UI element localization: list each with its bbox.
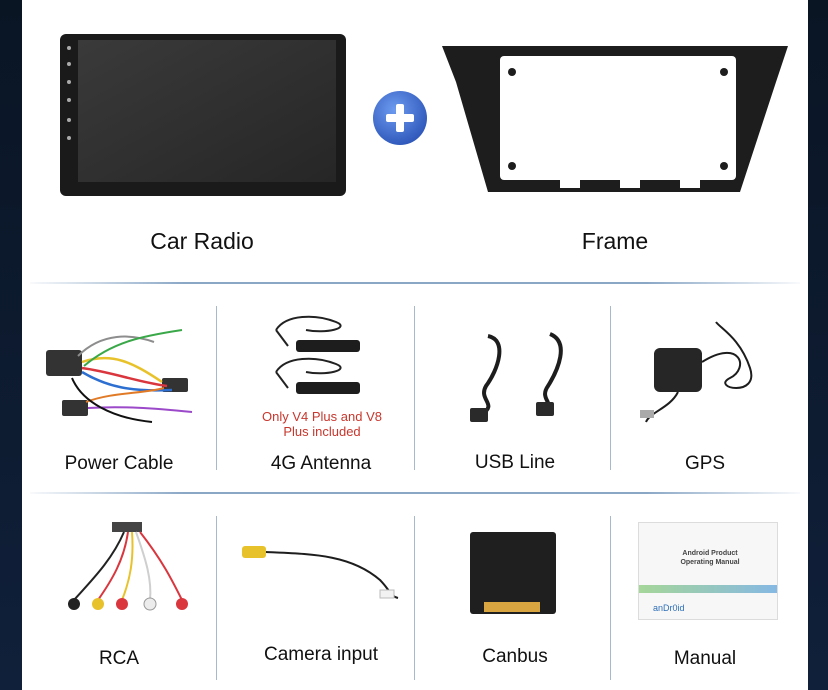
plus-icon (373, 91, 427, 145)
manual-image: Android Product Operating Manual anDr0id (638, 522, 778, 620)
car-radio-image (60, 34, 346, 196)
row2-divider-3 (610, 516, 611, 680)
usb-line-label: USB Line (474, 452, 556, 473)
manual-label: Manual (673, 648, 737, 669)
divider-top (30, 282, 800, 284)
power-cable-label: Power Cable (64, 453, 174, 474)
manual-logo-text: anDr0id (653, 603, 685, 613)
gps-image (640, 321, 753, 423)
4g-antenna-image (275, 315, 360, 394)
power-cable-image (46, 329, 193, 423)
camera-input-image (242, 546, 399, 599)
camera-input-label: Camera input (263, 644, 379, 665)
usb-line-image (470, 332, 563, 422)
row1-divider-1 (216, 306, 217, 470)
rca-label: RCA (98, 648, 140, 669)
frame-label: Frame (581, 228, 649, 254)
right-border (808, 0, 828, 690)
car-radio-label: Car Radio (150, 228, 254, 254)
row2-divider-2 (414, 516, 415, 680)
manual-wave (639, 585, 777, 593)
row2-divider-1 (216, 516, 217, 680)
frame-image (442, 46, 788, 192)
canbus-label: Canbus (482, 646, 548, 667)
row1-divider-3 (610, 306, 611, 470)
canbus-image (470, 532, 556, 614)
antenna-note: Only V4 Plus and V8 Plus included (262, 409, 382, 439)
gps-label: GPS (684, 453, 726, 474)
row1-divider-2 (414, 306, 415, 470)
manual-title: Android Product Operating Manual (680, 550, 740, 566)
accessories-panel: Car Radio Frame Power Cable Only V4 Plus… (22, 0, 808, 690)
rca-image (68, 522, 188, 611)
4g-antenna-label: 4G Antenna (270, 453, 372, 474)
divider-middle (30, 492, 800, 494)
left-border (0, 0, 22, 690)
